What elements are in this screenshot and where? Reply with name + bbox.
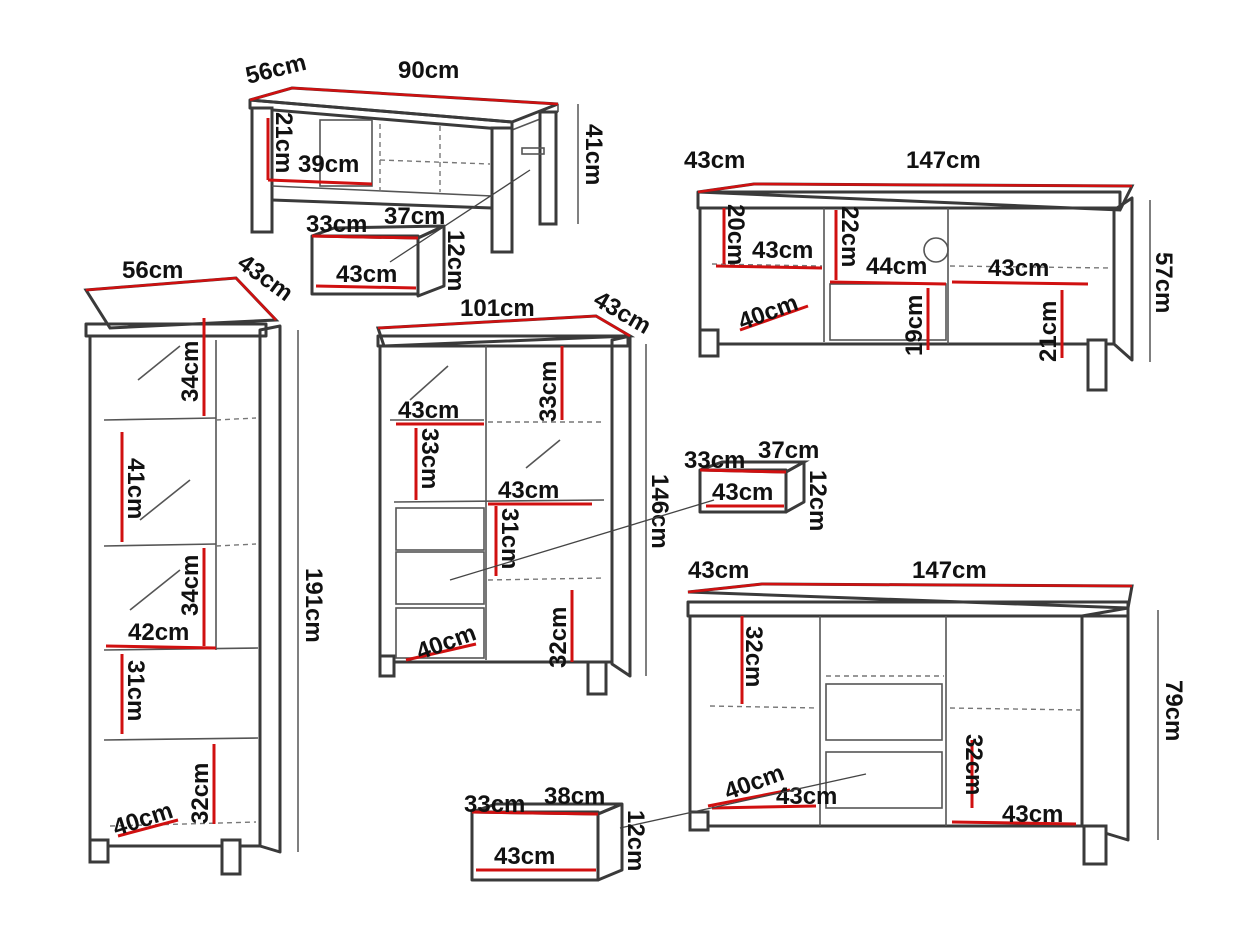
coffee-table-shelf-width-label: 39cm: [298, 151, 359, 178]
drawer-bottom-depth-label: 33cm: [464, 791, 525, 818]
display-top-r-label: 33cm: [535, 361, 562, 422]
sideboard-right-w-label: 43cm: [1002, 801, 1063, 828]
tv-mid-height2-label: 19cm: [901, 295, 928, 356]
tv-depth-label: 43cm: [684, 147, 745, 174]
tv-right-width-label: 43cm: [988, 255, 1049, 282]
tall-cabinet: 56cm 43cm 191cm 34cm 41cm 34cm 42cm 31cm…: [83, 249, 327, 876]
tv-cabinet: 43cm 147cm 57cm 20cm 43cm 40cm 22cm 44cm…: [684, 147, 1177, 392]
coffee-drawer-width-label: 37cm: [384, 203, 445, 230]
display-w2-label: 43cm: [498, 477, 559, 504]
display-cabinet: 101cm 43cm 146cm 33cm 43cm 33cm 43cm 31c…: [375, 286, 715, 696]
sideboard-width-label: 147cm: [912, 557, 987, 584]
tv-right-height-label: 21cm: [1035, 301, 1062, 362]
drawer-middle: 33cm 37cm 12cm 43cm: [684, 437, 831, 531]
tall-height-label: 191cm: [300, 568, 327, 643]
drawer-mid-height-label: 12cm: [804, 470, 831, 531]
tall-w-label: 42cm: [128, 619, 189, 646]
display-bottom-h-label: 32cm: [545, 607, 572, 668]
drawer-bottom-inner-label: 43cm: [494, 843, 555, 870]
tall-d-label: 40cm: [110, 797, 177, 842]
tv-height-label: 57cm: [1150, 252, 1177, 313]
drawer-bottom-height-label: 12cm: [622, 810, 649, 871]
tv-mid-height1-label: 22cm: [836, 206, 863, 267]
display-w1-label: 43cm: [398, 397, 459, 424]
tv-left-depth-label: 40cm: [735, 289, 802, 335]
coffee-drawer-height-label: 12cm: [442, 230, 469, 291]
sideboard-left-h-label: 32cm: [740, 626, 767, 687]
tall-width-label: 56cm: [122, 257, 183, 284]
coffee-table-depth-label: 56cm: [243, 49, 309, 90]
tall-s3-label: 34cm: [177, 555, 204, 616]
tv-left-width-label: 43cm: [752, 237, 813, 264]
sideboard-height-label: 79cm: [1160, 680, 1187, 741]
drawer-bottom-width-label: 38cm: [544, 783, 605, 810]
display-width-label: 101cm: [460, 295, 535, 322]
display-drawer-h-label: 31cm: [496, 508, 523, 569]
sideboard: 43cm 147cm 79cm 32cm 40cm 43cm 32cm 43cm: [619, 557, 1187, 866]
tall-s1-label: 34cm: [177, 341, 204, 402]
drawer-mid-inner-label: 43cm: [712, 479, 773, 506]
drawer-mid-width-label: 37cm: [758, 437, 819, 464]
tv-left-height-label: 20cm: [722, 204, 749, 265]
tall-s5-label: 32cm: [187, 763, 214, 824]
tall-s2-label: 41cm: [122, 458, 149, 519]
coffee-table-height-label: 41cm: [580, 124, 607, 185]
coffee-drawer-depth-label: 33cm: [306, 211, 367, 238]
tv-mid-width-label: 44cm: [866, 253, 927, 280]
sideboard-right-h-label: 32cm: [960, 734, 987, 795]
sideboard-depth-label: 43cm: [688, 557, 749, 584]
coffee-table-drawer: 33cm 37cm 12cm 43cm: [306, 203, 469, 298]
tall-s4-label: 31cm: [122, 660, 149, 721]
display-height-label: 146cm: [646, 474, 673, 549]
drawer-bottom: 33cm 38cm 12cm 43cm: [464, 783, 649, 882]
display-left-h-label: 33cm: [416, 428, 443, 489]
coffee-drawer-inner-label: 43cm: [336, 261, 397, 288]
coffee-table-shelf-height-label: 21cm: [270, 112, 297, 173]
coffee-table-width-label: 90cm: [398, 57, 459, 84]
tv-width-label: 147cm: [906, 147, 981, 174]
drawer-mid-depth-label: 33cm: [684, 447, 745, 474]
